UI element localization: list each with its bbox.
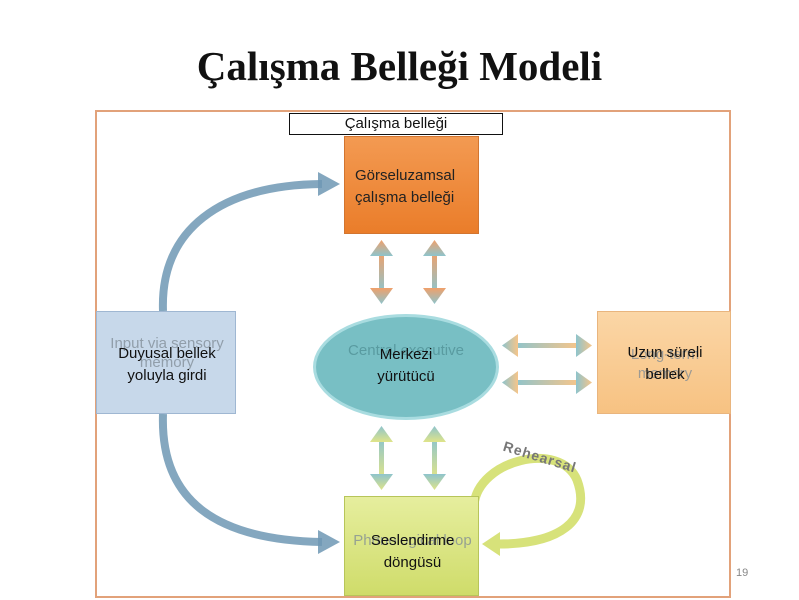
double-arrow bbox=[370, 240, 393, 304]
sensory-to-visuospatial-arrow bbox=[158, 180, 323, 312]
central-executive-ellipse: Central executive Merkezi yürütücü bbox=[313, 314, 499, 420]
central-ghost-text: Central executive bbox=[348, 342, 464, 359]
visuospatial-line2: çalışma belleği bbox=[355, 189, 455, 206]
phono-line2: döngüsü bbox=[383, 554, 442, 571]
ltm-ghost-text: Long-term memory bbox=[630, 346, 700, 382]
arrowhead bbox=[482, 532, 500, 556]
sensory-ghost-text: Input via sensory memory bbox=[110, 335, 224, 371]
central-line2: yürütücü bbox=[377, 368, 435, 385]
double-arrow bbox=[370, 426, 393, 490]
long-term-memory-box: Long-term memory Uzun süreli bellek bbox=[597, 311, 731, 414]
arrowhead bbox=[318, 530, 340, 554]
double-arrow bbox=[423, 240, 446, 304]
ltm-line1: Uzun süreli bbox=[627, 344, 703, 361]
double-arrow bbox=[423, 426, 446, 490]
sensory-to-phonological-arrow bbox=[158, 413, 323, 546]
double-arrow bbox=[502, 334, 592, 357]
slide-title: Çalışma Belleği Modeli bbox=[196, 43, 603, 89]
sensory-input-box: Input via sensory memory Duyusal bellek … bbox=[96, 311, 236, 414]
arrowhead bbox=[318, 172, 340, 196]
central-line1: Merkezi bbox=[379, 346, 433, 363]
ltm-line2: bellek bbox=[645, 366, 685, 383]
sensory-line1: Duyusal bellek bbox=[118, 345, 216, 362]
rehearsal-loop-arrow bbox=[469, 454, 586, 549]
page-number: 19 bbox=[736, 567, 749, 579]
double-arrow bbox=[502, 371, 592, 394]
phono-line1: Seslendirme bbox=[370, 532, 455, 549]
phono-ghost-text: Phonological loop bbox=[353, 532, 472, 549]
sensory-line2: yoluyla girdi bbox=[127, 367, 207, 384]
working-memory-label: Çalışma belleği bbox=[289, 113, 503, 135]
visuospatial-line1: Görseluzamsal bbox=[355, 167, 456, 184]
visuospatial-sketchpad-box: Görseluzamsal çalışma belleği bbox=[344, 136, 479, 234]
phonological-loop-box: Phonological loop Seslendirme döngüsü bbox=[344, 496, 479, 596]
